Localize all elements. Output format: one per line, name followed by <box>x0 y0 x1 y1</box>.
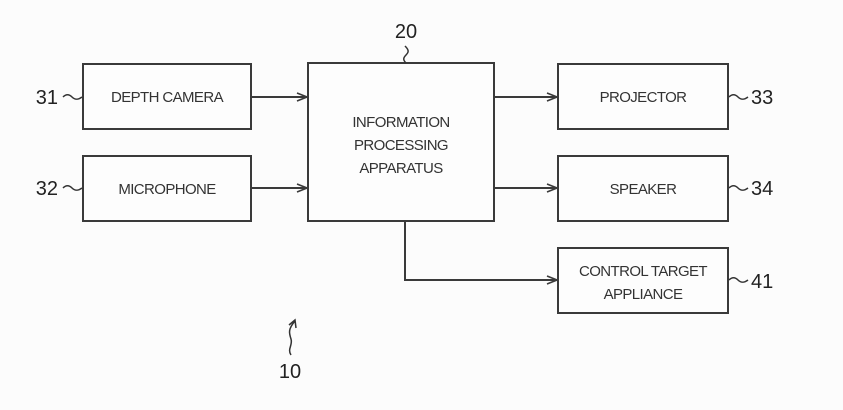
block-information-processing-apparatus: INFORMATION PROCESSING APPARATUS 20 <box>307 21 495 222</box>
block-microphone-label: MICROPHONE <box>118 181 216 198</box>
ref-numeral-31: 31 <box>36 87 58 109</box>
block-info-processing-label-line-2: PROCESSING <box>354 137 448 154</box>
leader-squiggle-34 <box>728 185 749 191</box>
arrow-info-processing-to-control-target <box>404 221 557 280</box>
block-info-processing-label-line-3: APPARATUS <box>359 160 443 177</box>
block-info-processing-label-line-1: INFORMATION <box>352 114 449 131</box>
leader-squiggle-31 <box>62 94 83 100</box>
block-projector: PROJECTOR 33 <box>557 63 773 130</box>
block-speaker: SPEAKER 34 <box>557 155 773 222</box>
leader-squiggle-20 <box>403 45 409 64</box>
leader-squiggle-33 <box>728 94 749 100</box>
block-projector-frame <box>557 63 729 130</box>
block-speaker-label: SPEAKER <box>610 181 677 198</box>
block-depth-camera-label: DEPTH CAMERA <box>111 89 224 106</box>
ref-numeral-33: 33 <box>751 87 773 109</box>
block-info-processing-frame <box>307 62 495 222</box>
leader-arrowhead-10 <box>288 318 297 329</box>
system-reference: 10 <box>279 318 301 383</box>
ref-numeral-20: 20 <box>395 21 417 43</box>
block-projector-label: PROJECTOR <box>600 89 688 106</box>
block-speaker-frame <box>557 155 729 222</box>
ref-numeral-34: 34 <box>751 178 773 200</box>
block-control-target-label-line-1: CONTROL TARGET <box>579 263 707 280</box>
block-depth-camera: DEPTH CAMERA 31 <box>36 63 252 130</box>
block-control-target-appliance: CONTROL TARGET APPLIANCE 41 <box>557 247 773 314</box>
leader-arrow-10 <box>288 320 296 356</box>
block-control-target-label-line-2: APPLIANCE <box>604 286 683 303</box>
leader-squiggle-32 <box>62 185 83 191</box>
ref-numeral-41: 41 <box>751 271 773 293</box>
block-control-target-frame <box>557 247 729 314</box>
ref-numeral-32: 32 <box>36 178 58 200</box>
block-microphone: MICROPHONE 32 <box>36 155 252 222</box>
block-depth-camera-frame <box>82 63 252 130</box>
block-microphone-frame <box>82 155 252 222</box>
ref-numeral-10: 10 <box>279 361 301 383</box>
leader-squiggle-41 <box>728 277 749 283</box>
